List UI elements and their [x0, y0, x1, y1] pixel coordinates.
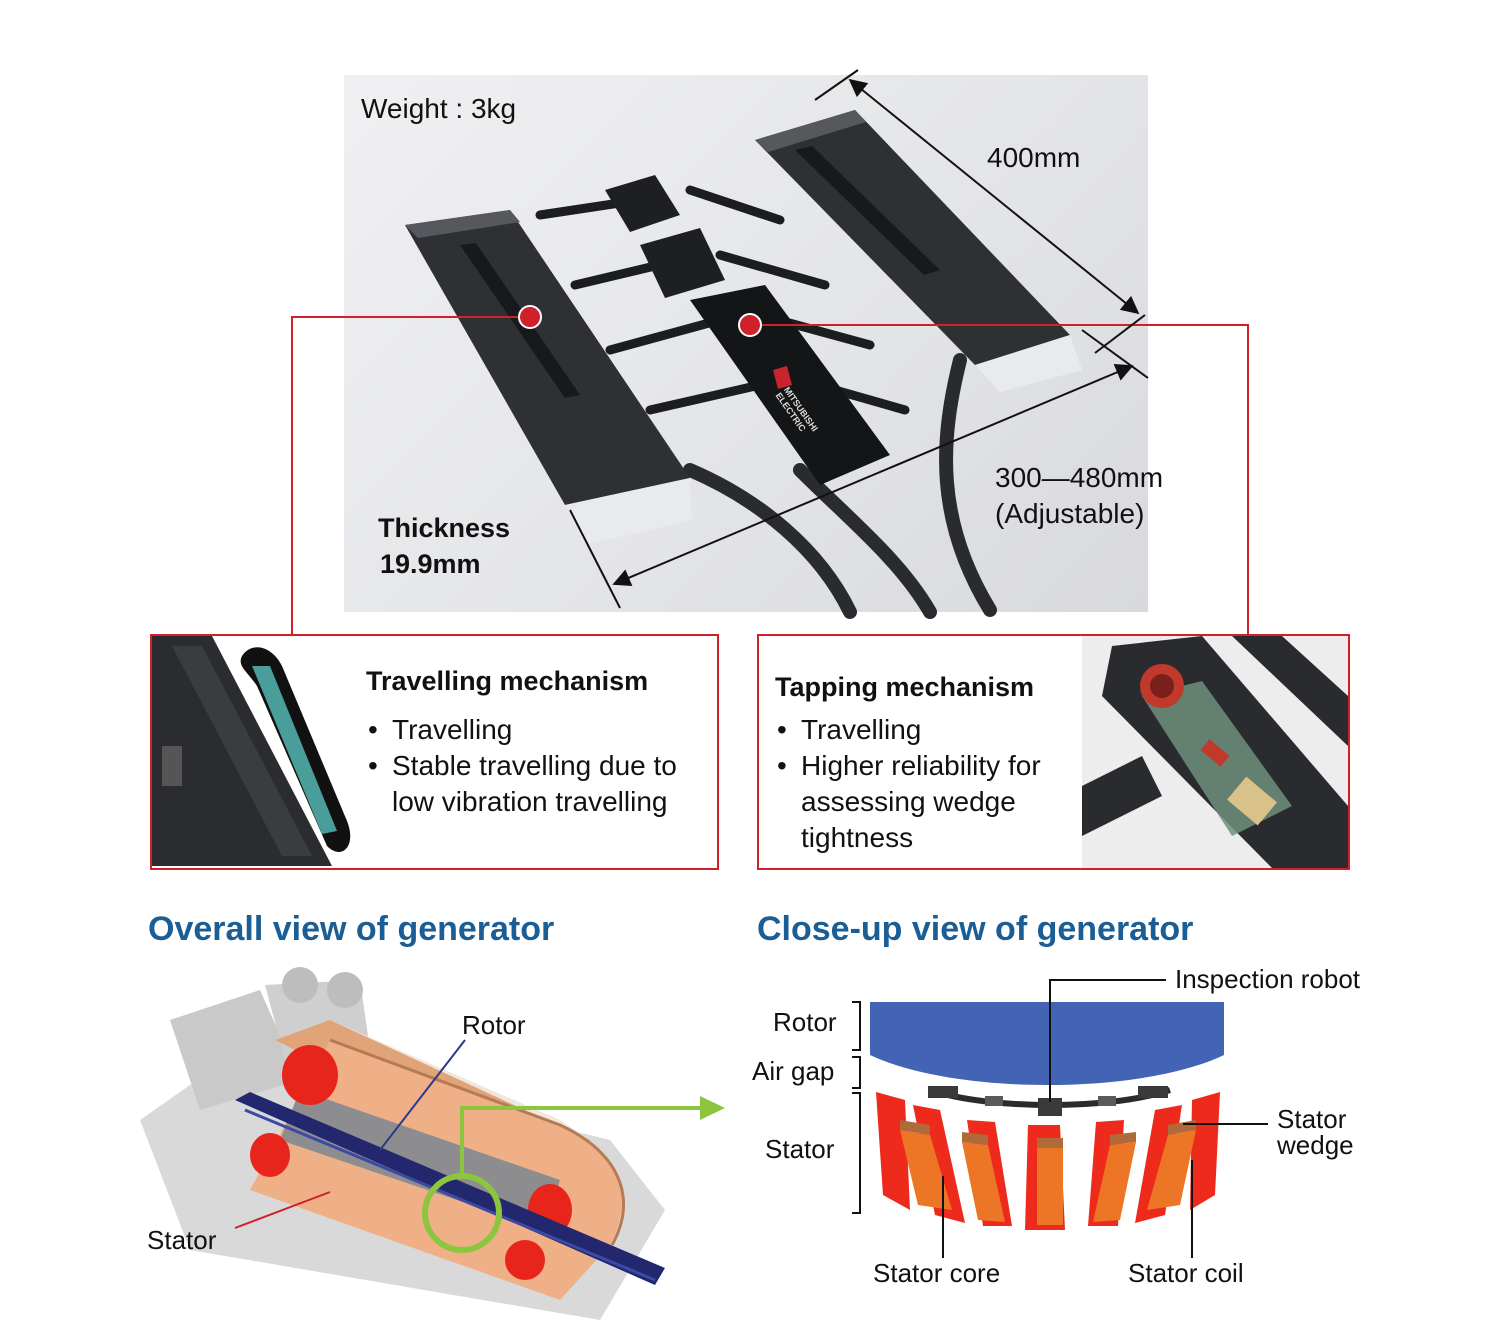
closeup-rotor-label: Rotor [773, 1007, 837, 1037]
stator-wedge-label: Stator [1277, 1104, 1347, 1134]
closeup-view-title: Close-up view of generator [757, 910, 1194, 948]
thickness-value: 19.9mm [380, 549, 481, 579]
closeup-leaders [942, 979, 1268, 1258]
tapping-mechanism-title: Tapping mechanism [775, 672, 1035, 702]
tapping-bullet: Travelling [775, 712, 1085, 748]
length-dimension-label: 400mm [987, 142, 1081, 173]
air-gap-label: Air gap [752, 1056, 835, 1086]
stator-label: Stator [147, 1225, 217, 1255]
stator-core-label: Stator core [873, 1258, 1001, 1288]
callout-lines [291, 316, 1249, 634]
overall-view-title: Overall view of generator [148, 910, 555, 948]
inspection-robot-label: Inspection robot [1175, 964, 1361, 994]
travelling-mechanism-box: Travelling mechanism Travelling Stable t… [150, 634, 719, 870]
dimension-width [569, 329, 1149, 609]
travelling-bullets: Travelling Stable travelling due to low … [366, 712, 706, 820]
travelling-mechanism-title: Travelling mechanism [366, 666, 649, 696]
rotor-shape [870, 1002, 1224, 1085]
closeup-diagram [852, 979, 1268, 1258]
tapping-mechanism-image [1082, 636, 1348, 868]
travelling-bullet: Stable travelling due to low vibration t… [366, 748, 706, 820]
thickness-label: Thickness [378, 513, 511, 543]
tapping-bullet: Higher reliability for assessing wedge t… [775, 748, 1085, 856]
travelling-track-image [152, 636, 351, 866]
travelling-marker-dot [518, 305, 542, 329]
width-dimension-label: 300—480mm [995, 462, 1164, 493]
width-adjustable-note: (Adjustable) [995, 498, 1145, 529]
closeup-stator-label: Stator [765, 1134, 835, 1164]
inspection-robot-shape [928, 1086, 1171, 1116]
stator-coils [900, 1120, 1196, 1225]
tapping-marker-dot [738, 313, 762, 337]
stator-coil-label: Stator coil [1128, 1258, 1244, 1288]
weight-label: Weight : 3kg [361, 93, 517, 124]
rotor-label: Rotor [462, 1010, 526, 1040]
closeup-brackets [852, 1001, 861, 1214]
tapping-mechanism-box: Tapping mechanism Travelling Higher reli… [757, 634, 1350, 870]
tapping-bullets: Travelling Higher reliability for assess… [775, 712, 1085, 856]
stator-wedge-label-line2: wedge [1277, 1130, 1354, 1160]
generator-cutaway [140, 967, 725, 1320]
travelling-bullet: Travelling [366, 712, 706, 748]
